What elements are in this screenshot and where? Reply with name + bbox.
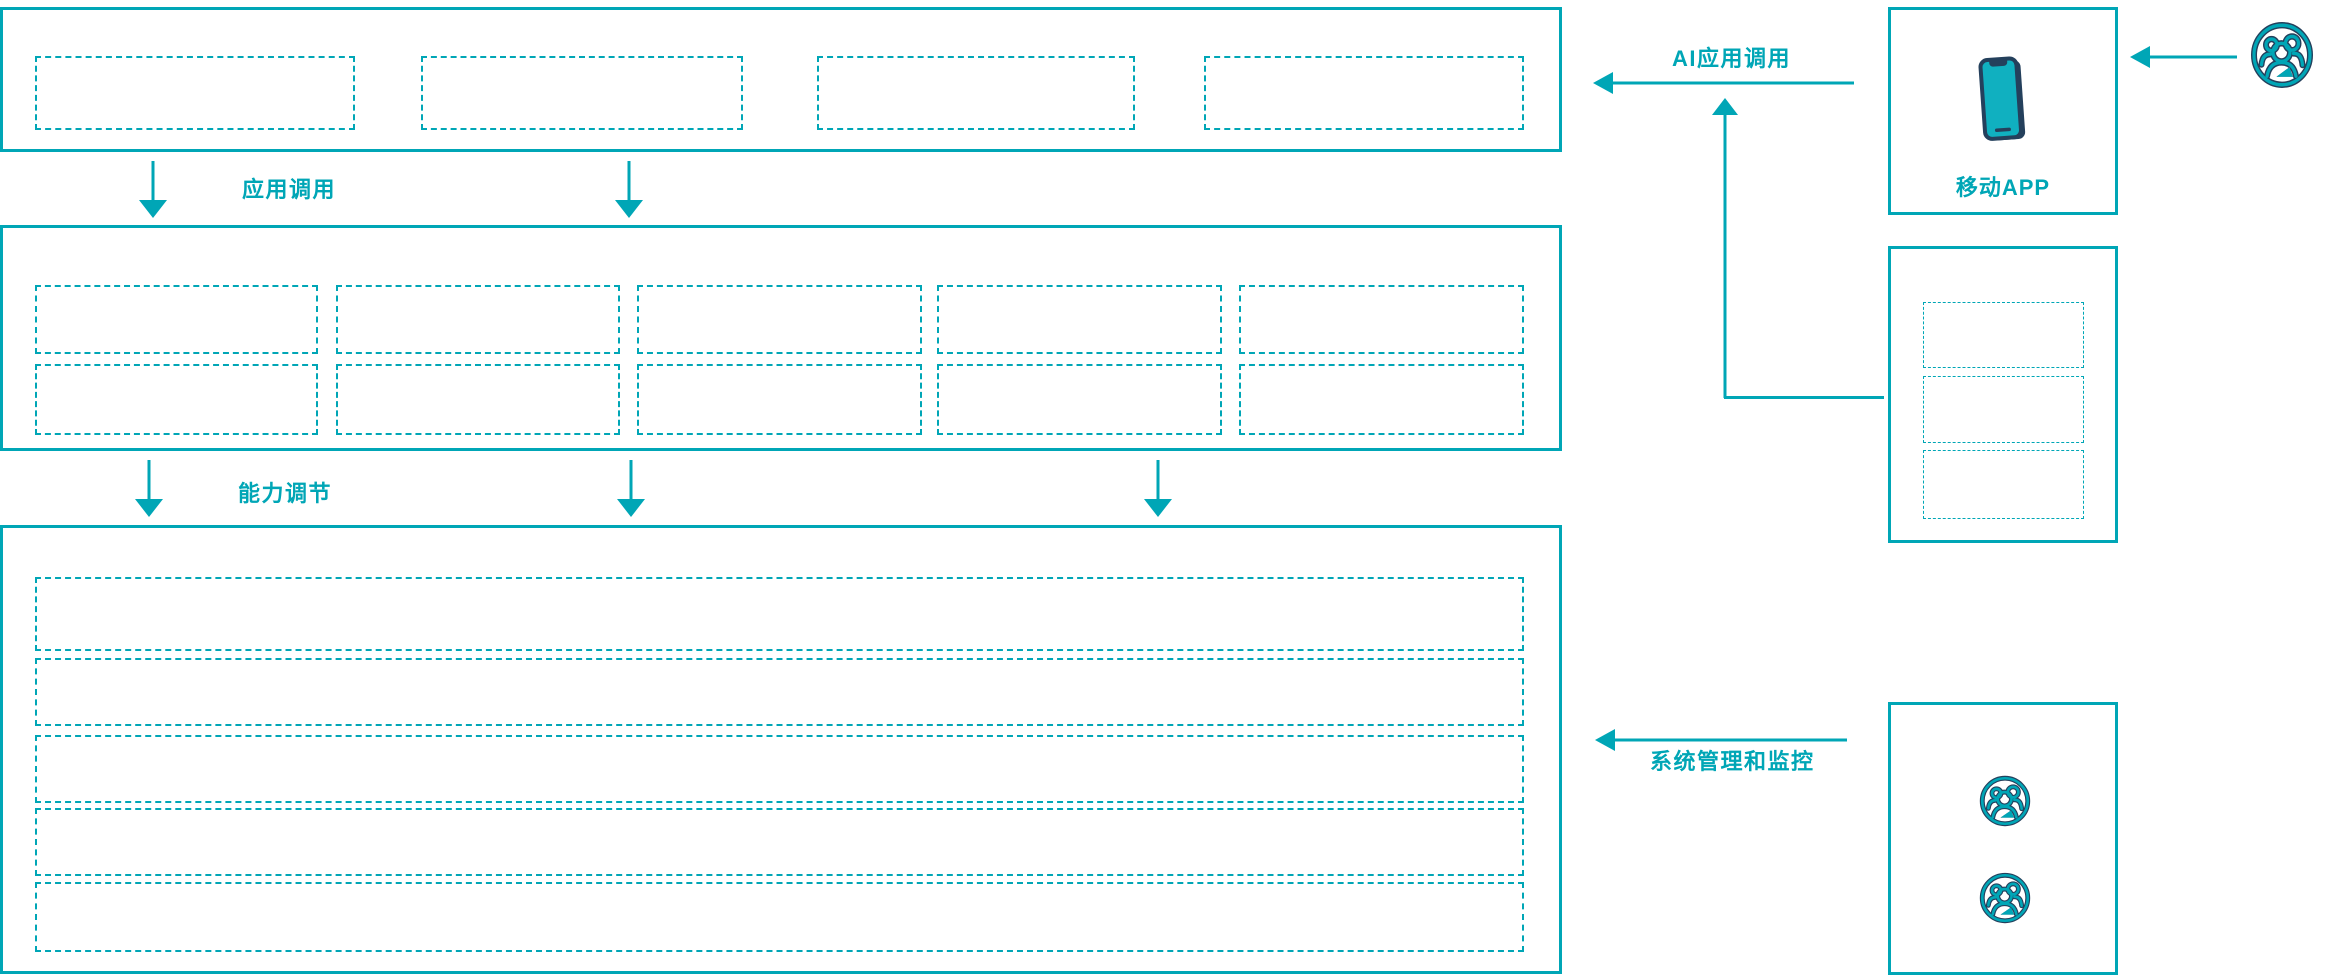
platform-row-2 xyxy=(35,658,1524,726)
stack-connector-line xyxy=(1724,396,1884,399)
capability-placeholder xyxy=(1239,364,1524,435)
capability-placeholder xyxy=(937,364,1222,435)
stack-placeholder-1 xyxy=(1923,302,2084,368)
ai-app-call-arrow xyxy=(1593,71,1854,95)
capability-placeholder xyxy=(637,285,922,354)
capability-adjust-label: 能力调节 xyxy=(238,481,333,506)
user-group-icon xyxy=(1979,775,2031,827)
app-placeholder-4 xyxy=(1204,56,1524,130)
stack-placeholder-2 xyxy=(1923,376,2084,443)
down-arrow xyxy=(138,161,168,218)
smartphone-icon xyxy=(1978,56,2026,141)
user-to-app-arrow xyxy=(2130,45,2237,69)
user-group-icon xyxy=(2250,21,2314,89)
up-arrow xyxy=(1711,98,1739,398)
platform-row-5 xyxy=(35,882,1524,952)
app-placeholder-2 xyxy=(421,56,743,130)
platform-row-3 xyxy=(35,735,1524,803)
down-arrow xyxy=(616,460,646,517)
capability-placeholder xyxy=(336,285,620,354)
system-monitor-label: 系统管理和监控 xyxy=(1650,749,1815,774)
stack-placeholder-3 xyxy=(1923,450,2084,519)
capability-placeholder xyxy=(637,364,922,435)
platform-row-1 xyxy=(35,577,1524,651)
mobile-app-label: 移动APP xyxy=(1955,175,2051,200)
app-placeholder-1 xyxy=(35,56,355,130)
operators-box xyxy=(1888,702,2118,975)
ai-app-call-label: AI应用调用 xyxy=(1672,46,1792,71)
app-placeholder-3 xyxy=(817,56,1135,130)
app-call-label: 应用调用 xyxy=(242,177,337,202)
capability-placeholder xyxy=(1239,285,1524,354)
down-arrow xyxy=(1143,460,1173,517)
down-arrow xyxy=(134,460,164,517)
system-monitor-arrow xyxy=(1595,728,1847,752)
down-arrow xyxy=(614,161,644,218)
capability-placeholder xyxy=(35,364,318,435)
platform-row-4 xyxy=(35,808,1524,876)
capability-placeholder xyxy=(336,364,620,435)
user-group-icon xyxy=(1979,872,2031,924)
capability-placeholder xyxy=(937,285,1222,354)
capability-placeholder xyxy=(35,285,318,354)
